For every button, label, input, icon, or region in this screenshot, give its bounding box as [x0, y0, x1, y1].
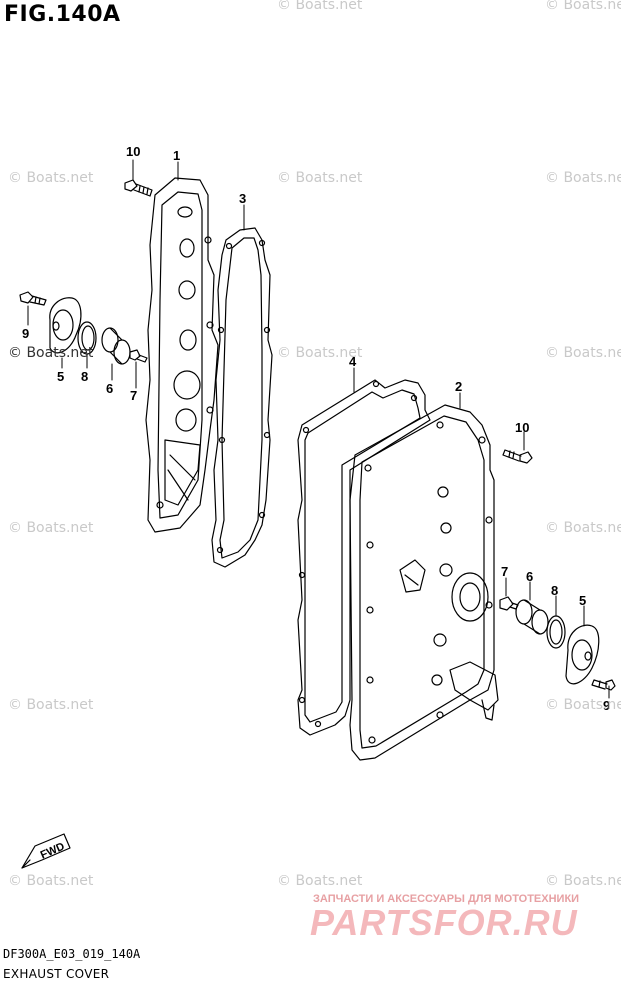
part-2-cover-plate	[349, 404, 499, 761]
watermark: © Boats.net	[8, 697, 94, 713]
figure-code: DF300A_E03_019_140A	[3, 947, 141, 961]
part-10-bolt-left	[124, 179, 153, 197]
part-6-sleeve-left	[101, 327, 131, 365]
part-label-right-8: 8	[551, 583, 558, 598]
part-label-left-8: 8	[81, 369, 88, 384]
part-label-left-7: 7	[130, 388, 137, 403]
part-7-bolt-right	[499, 596, 519, 611]
part-label-right-7: 7	[501, 564, 508, 579]
watermark: © Boats.net	[277, 170, 363, 186]
part-label-right-2: 2	[455, 379, 462, 394]
part-label-left-1: 1	[173, 148, 180, 163]
watermark: © Boats.ne	[545, 170, 621, 186]
watermark: © Boats.ne	[545, 697, 621, 713]
part-8-oring-right	[546, 615, 566, 649]
part-4-gasket-right	[297, 379, 431, 736]
part-label-right-5: 5	[579, 593, 586, 608]
watermark: © Boats.net	[277, 0, 363, 13]
watermark: © Boats.net	[8, 873, 94, 889]
part-label-left-10: 10	[126, 144, 140, 159]
part-label-left-9: 9	[22, 326, 29, 341]
part-label-right-10: 10	[515, 420, 529, 435]
leader-lines	[27, 159, 610, 699]
brand-tagline: ЗАПЧАСТИ И АКСЕССУАРЫ ДЛЯ МОТОТЕХНИКИ	[313, 893, 580, 905]
part-label-left-6: 6	[106, 381, 113, 396]
watermark: © Boats.net	[8, 520, 94, 536]
part-7-bolt-left	[129, 349, 148, 363]
part-labels: 1 10 3 9 5 8 6 7 4 2 10 7 6 8 5 9	[22, 144, 610, 713]
brand-logo: PARTSFOR.RU	[310, 902, 578, 943]
part-1-exhaust-cover	[145, 177, 219, 533]
part-label-left-3: 3	[239, 191, 246, 206]
part-6-sleeve-right	[515, 599, 549, 635]
watermark: © Boats.net	[277, 345, 363, 361]
watermark: © Boats.ne	[545, 873, 621, 889]
part-label-right-4: 4	[349, 354, 357, 369]
part-10-bolt-right	[502, 449, 533, 464]
part-label-right-9: 9	[603, 698, 610, 713]
fwd-arrow-icon	[21, 833, 71, 869]
figure-title: FIG.140A	[4, 2, 121, 27]
part-label-left-5: 5	[57, 369, 64, 384]
watermark: © Boats.ne	[545, 0, 621, 13]
watermark: © Boats.net	[8, 345, 94, 361]
part-9-bolt-left	[19, 291, 47, 306]
part-5-cap-right	[565, 624, 600, 685]
figure-caption: EXHAUST COVER	[3, 967, 110, 981]
watermark: © Boats.ne	[545, 345, 621, 361]
watermark: © Boats.net	[8, 170, 94, 186]
part-label-right-6: 6	[526, 569, 533, 584]
watermark: © Boats.ne	[545, 520, 621, 536]
watermark: © Boats.net	[277, 873, 363, 889]
part-5-cap-left	[49, 297, 82, 354]
part-3-gasket-left	[211, 227, 273, 568]
part-9-bolt-right	[591, 679, 616, 691]
